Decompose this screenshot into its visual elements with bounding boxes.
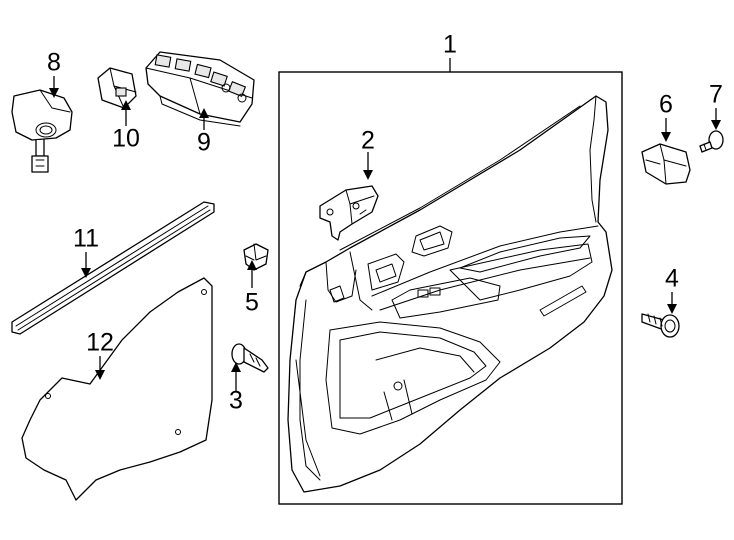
- callout-9: 9: [197, 129, 211, 157]
- part-1-door-trim-panel: [278, 71, 623, 505]
- trim-panel-outline: [287, 95, 613, 493]
- part-2-bracket: [319, 185, 379, 241]
- callout-4: 4: [665, 265, 679, 293]
- part-10-switch: [97, 67, 137, 109]
- part-12-water-shield: [21, 277, 213, 501]
- part-9-window-switch: [145, 51, 255, 127]
- callout-5: 5: [245, 289, 259, 317]
- callout-12: 12: [86, 329, 114, 357]
- part-8-mirror-cover: [11, 89, 73, 173]
- callout-11: 11: [73, 225, 99, 253]
- callout-3: 3: [229, 387, 243, 415]
- callout-1: 1: [443, 31, 457, 59]
- callout-2: 2: [361, 127, 375, 155]
- part-11-weatherstrip: [11, 201, 215, 335]
- leader-lines: [49, 58, 721, 392]
- part-4-screw: [641, 313, 680, 338]
- callout-labels: 1 2 3 4 5 6 7 8 9 10 11 12: [47, 31, 723, 415]
- callout-7: 7: [709, 81, 723, 109]
- callout-10: 10: [112, 125, 140, 153]
- part-7-screw: [699, 130, 724, 153]
- part-5-clip: [243, 243, 269, 271]
- part-6-bracket: [641, 143, 691, 185]
- callout-8: 8: [47, 49, 61, 77]
- callout-6: 6: [659, 91, 673, 119]
- part-3-bolt: [231, 343, 269, 373]
